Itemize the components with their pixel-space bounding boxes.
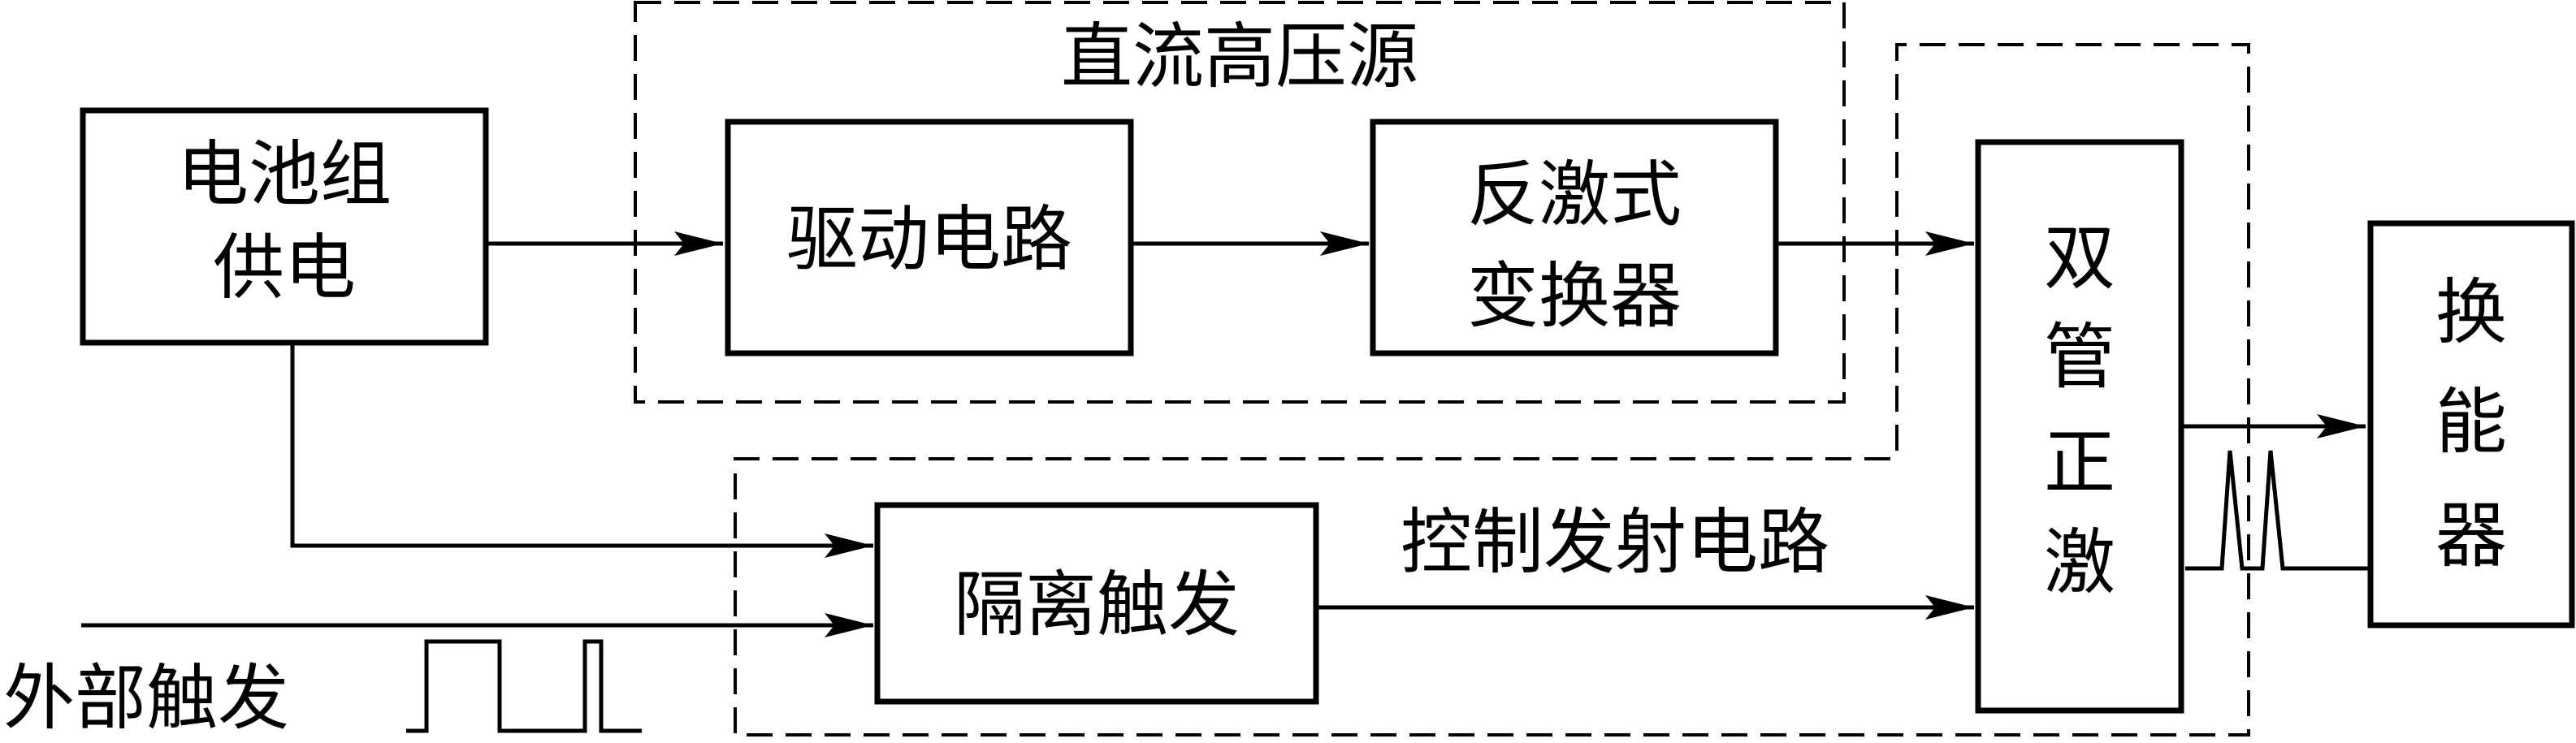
battery-label-line2: 供电 xyxy=(213,226,356,309)
dc-high-voltage-group xyxy=(634,1,1846,404)
arrow-battery-to-isolation xyxy=(290,343,873,558)
control-emit-label: 控制发射电路 xyxy=(1401,500,1829,584)
isolation-trigger-label: 隔离触发 xyxy=(954,563,1240,646)
double-tube-label-4: 激 xyxy=(2044,521,2115,604)
output-pulse-waveform xyxy=(2185,450,2370,571)
double-tube-forward-block xyxy=(1975,139,2184,714)
transducer-block xyxy=(2367,220,2575,629)
double-tube-label-2: 管 xyxy=(2044,315,2115,399)
driver-circuit-label: 驱动电路 xyxy=(786,197,1072,281)
transducer-label-2: 能 xyxy=(2435,380,2507,464)
battery-block xyxy=(80,107,489,346)
dc-high-voltage-label: 直流高压源 xyxy=(1061,15,1418,98)
external-trigger-label: 外部触发 xyxy=(3,656,289,740)
flyback-label-line2: 变换器 xyxy=(1467,254,1682,338)
transducer-label-3: 器 xyxy=(2435,494,2507,577)
forward-group-outline xyxy=(734,43,2250,737)
driver-circuit-block xyxy=(725,119,1134,356)
flyback-converter-block xyxy=(1370,119,1779,356)
external-trigger-square-wave xyxy=(406,639,642,733)
transducer-label-1: 换 xyxy=(2435,270,2507,354)
double-tube-label-3: 正 xyxy=(2044,421,2115,504)
double-tube-label-1: 双 xyxy=(2044,216,2115,300)
flyback-label-line1: 反激式 xyxy=(1467,153,1682,236)
battery-label-line1: 电池组 xyxy=(177,132,392,216)
isolation-trigger-block xyxy=(874,502,1319,705)
